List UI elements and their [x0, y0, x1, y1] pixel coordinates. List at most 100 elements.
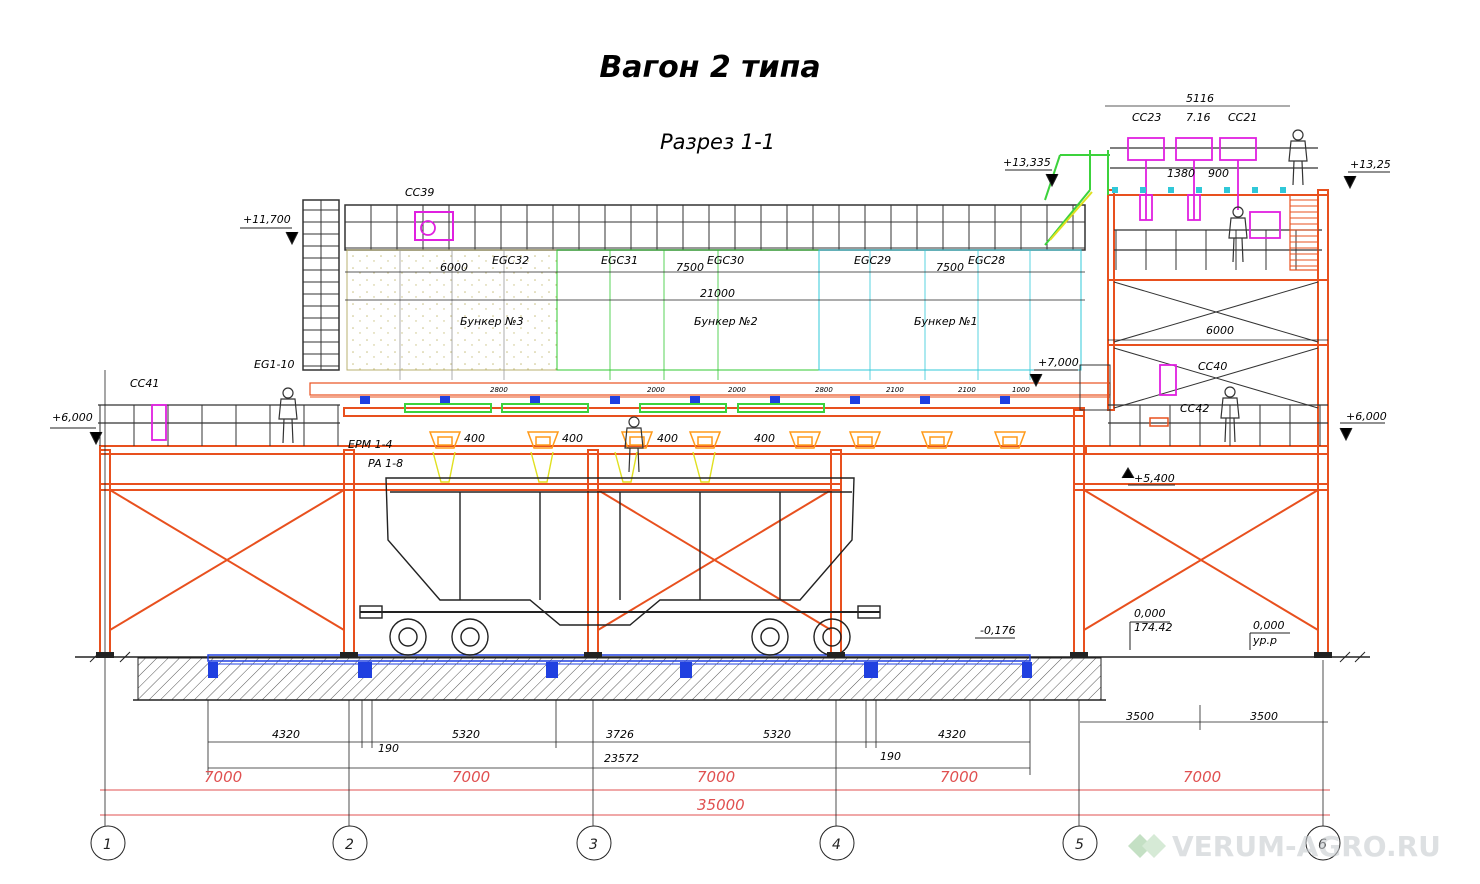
worker-head — [1224, 386, 1236, 398]
level-minus-0176: -0,176 — [980, 624, 1015, 637]
axis-lines — [104, 370, 1324, 830]
worker-head — [1232, 206, 1244, 218]
level-ur: ур.р — [1252, 634, 1277, 647]
dim-bottom-3726: 3726 — [606, 728, 634, 741]
page-title: Вагон 2 типа — [599, 50, 821, 85]
steel-frame — [99, 189, 1329, 658]
orange-hopper — [993, 431, 1027, 449]
level-marks — [50, 169, 1390, 650]
orange-hopper — [920, 431, 954, 449]
axis-label-6: 6 — [1318, 837, 1327, 853]
label-epm: EPM 1-4 — [348, 438, 393, 451]
label-cc41: CC41 — [130, 377, 159, 390]
label-cc23: CC23 — [1132, 111, 1161, 124]
level-5400: +5,400 — [1134, 472, 1175, 485]
weighbridge — [207, 654, 1032, 678]
dim-7500-b: 7500 — [936, 261, 964, 274]
orange-hopper — [526, 431, 560, 449]
wagon-wheels — [389, 618, 851, 656]
orange-hopper — [788, 431, 822, 449]
label-egc31: EGC31 — [601, 254, 638, 267]
worker-leg — [1241, 237, 1244, 263]
dim-bottom-190-b: 190 — [880, 750, 901, 763]
worker-figure — [1288, 129, 1308, 186]
label-egc28: EGC28 — [968, 254, 1005, 267]
orange-gate — [629, 436, 645, 446]
worker-leg — [1232, 237, 1235, 263]
orange-gate — [797, 436, 813, 446]
label-cc39: CC39 — [405, 186, 434, 199]
worker-figure — [1220, 386, 1240, 443]
hopper-wagon — [359, 477, 881, 626]
worker-leg — [1233, 417, 1236, 443]
cyan-bolt — [1140, 187, 1146, 193]
conveyor-gate — [1000, 396, 1010, 404]
level-6000-left: +6,000 — [52, 411, 93, 424]
label-egc30: EGC30 — [707, 254, 744, 267]
dim-400-c: 400 — [657, 432, 678, 445]
dim-400-a: 400 — [464, 432, 485, 445]
yellow-stair — [1049, 191, 1093, 241]
svg-text:2800: 2800 — [490, 386, 508, 394]
cyan-bolt — [1252, 187, 1258, 193]
svg-text:2000: 2000 — [728, 386, 746, 394]
watermark: VERUM-AGRO.RU — [1172, 830, 1441, 863]
axis-label-1: 1 — [103, 837, 112, 853]
dim-axis-7000-3: 7000 — [697, 768, 735, 786]
conveyor-gate — [690, 396, 700, 404]
svg-text:2100: 2100 — [886, 386, 904, 394]
label-cc42: CC42 — [1180, 402, 1209, 415]
worker-leg — [637, 447, 640, 473]
cyan-bolt — [1196, 187, 1202, 193]
dim-bottom-5320-a: 5320 — [452, 728, 480, 741]
label-bunker-2: Бункер №2 — [694, 315, 758, 328]
ground — [75, 651, 1370, 701]
svg-text:2000: 2000 — [647, 386, 665, 394]
green-feeder — [639, 403, 727, 413]
dim-bottom-23572: 23572 — [604, 752, 639, 765]
green-stair — [1044, 150, 1110, 246]
level-7000: +7,000 — [1038, 356, 1079, 369]
orange-gate — [437, 436, 453, 446]
dim-axis-7000-2: 7000 — [452, 768, 490, 786]
svg-text:1000: 1000 — [1012, 386, 1030, 394]
conveyor-gate — [440, 396, 450, 404]
orange-gate — [1002, 436, 1018, 446]
dim-top-5116: 5116 — [1186, 92, 1214, 105]
axis-dimension-lines — [100, 789, 1330, 816]
axis-label-3: 3 — [589, 837, 598, 853]
dim-bottom-3500-a: 3500 — [1126, 710, 1154, 723]
dim-top-1380: 1380 — [1167, 167, 1195, 180]
worker-leg — [291, 418, 294, 444]
worker-body — [624, 427, 644, 449]
level-0000: 0,000 — [1134, 607, 1166, 620]
cyan-bolt — [1168, 187, 1174, 193]
dim-bottom-4320-b: 4320 — [938, 728, 966, 741]
cyan-bolt — [1112, 187, 1118, 193]
tower-stair — [1289, 194, 1319, 271]
orange-hopper — [688, 431, 722, 449]
svg-text:2100: 2100 — [958, 386, 976, 394]
dim-400-b: 400 — [562, 432, 583, 445]
orange-gate — [535, 436, 551, 446]
worker-leg — [1224, 417, 1227, 443]
conveyor-segment-dims: 2800 2000 2000 2800 2100 2100 1000 — [490, 386, 1030, 394]
orange-hopper — [428, 431, 462, 449]
label-cc21: CC21 — [1228, 111, 1257, 124]
level-11700: +11,700 — [243, 213, 291, 226]
label-eg110: EG1-10 — [254, 358, 294, 371]
conveyor-gate — [530, 396, 540, 404]
top-equipment — [151, 137, 1281, 441]
dim-bottom-5320-b: 5320 — [763, 728, 791, 741]
svg-text:2800: 2800 — [815, 386, 833, 394]
dimension-lines — [207, 105, 1328, 775]
level-17442: 174.42 — [1134, 621, 1173, 634]
orange-gate — [929, 436, 945, 446]
label-egc29: EGC29 — [854, 254, 891, 267]
watermark-logo-icon — [1128, 834, 1166, 858]
green-feeder — [501, 403, 589, 413]
worker-leg — [628, 447, 631, 473]
yellow-chute — [614, 451, 638, 483]
dim-axis-35000: 35000 — [697, 796, 745, 814]
